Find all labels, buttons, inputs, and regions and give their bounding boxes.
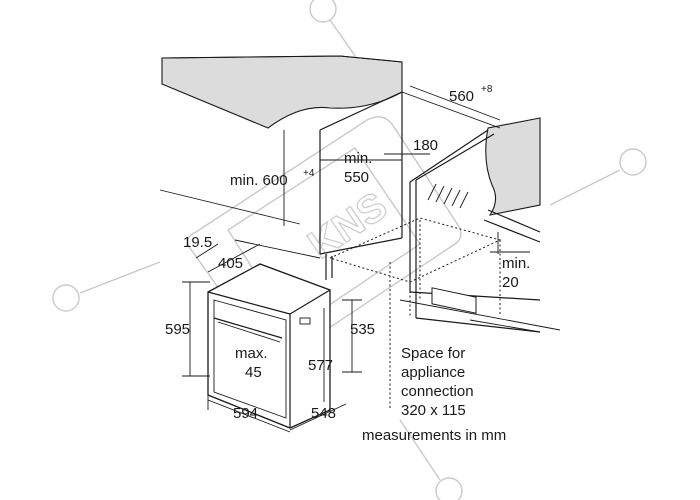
label-min-600: min. 600 bbox=[230, 172, 288, 189]
label-594: 594 bbox=[233, 405, 258, 422]
watermark-text: KNS bbox=[300, 184, 395, 268]
connection-space-outline bbox=[328, 217, 502, 410]
label-min-20-line1: min. bbox=[502, 255, 530, 272]
notes: Space for appliance connection 320 x 115… bbox=[362, 345, 506, 444]
note-space-line1: Space for bbox=[401, 345, 465, 362]
cabinet-niche bbox=[319, 91, 541, 333]
dimension-labels: 560 +8 min. 600 +4 min. 550 180 min. 20 … bbox=[165, 84, 530, 422]
label-560: 560 bbox=[449, 88, 474, 105]
label-405: 405 bbox=[218, 255, 243, 272]
label-min-550-line1: min. bbox=[344, 150, 372, 167]
dimension-lines bbox=[182, 85, 530, 433]
label-180: 180 bbox=[413, 137, 438, 154]
label-19-5: 19.5 bbox=[183, 234, 212, 251]
label-560-tolerance: +8 bbox=[481, 84, 493, 95]
floor-lines bbox=[159, 189, 561, 333]
countertop bbox=[161, 55, 541, 216]
label-min-550-line2: 550 bbox=[344, 169, 369, 186]
label-max-45-line1: max. bbox=[235, 345, 268, 362]
label-600-tolerance: +4 bbox=[303, 168, 315, 179]
label-max-45-line2: 45 bbox=[245, 364, 262, 381]
note-space-line4: 320 x 115 bbox=[401, 402, 466, 419]
label-548: 548 bbox=[311, 405, 336, 422]
label-595: 595 bbox=[165, 321, 190, 338]
oven bbox=[207, 263, 331, 429]
label-min-20-line2: 20 bbox=[502, 274, 519, 291]
label-535: 535 bbox=[350, 321, 375, 338]
note-units: measurements in mm bbox=[362, 427, 506, 444]
label-577: 577 bbox=[308, 357, 333, 374]
note-space-line2: appliance bbox=[401, 364, 465, 381]
note-space-line3: connection bbox=[401, 383, 474, 400]
